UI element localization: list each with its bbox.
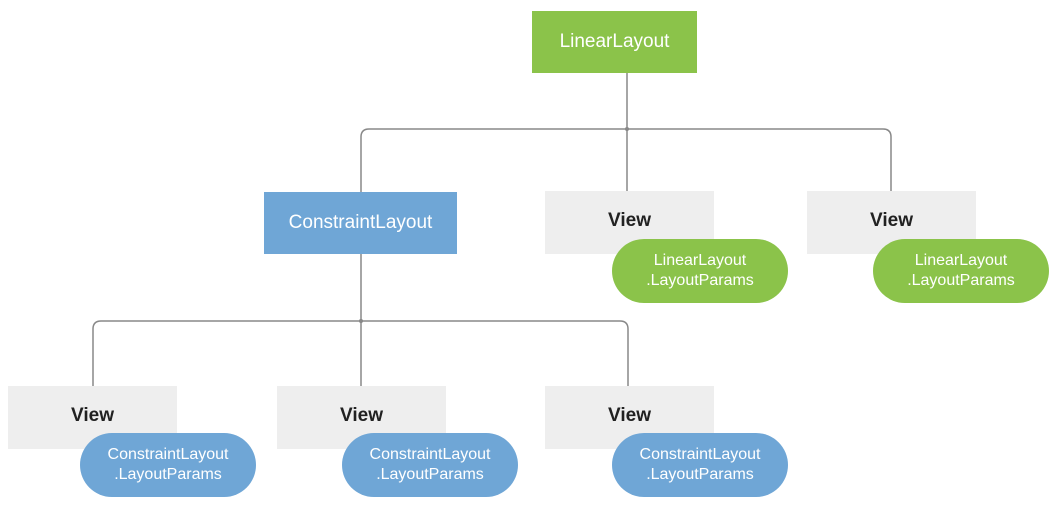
connector-top-bus	[360, 128, 892, 192]
params-line1: ConstraintLayout	[369, 446, 491, 463]
params-line2: .LayoutParams	[376, 466, 484, 483]
view-label: View	[870, 210, 913, 231]
view-label: View	[71, 405, 114, 426]
constraint-layout-node: ConstraintLayout	[264, 192, 457, 254]
connector-bottom-junction	[359, 319, 363, 323]
linear-layout-params-pill-1: LinearLayout .LayoutParams	[612, 239, 788, 303]
params-line1: ConstraintLayout	[639, 446, 761, 463]
params-line1: LinearLayout	[653, 252, 747, 269]
view-label: View	[608, 210, 651, 231]
view-label: View	[340, 405, 383, 426]
params-line1: ConstraintLayout	[107, 446, 229, 463]
params-line1: LinearLayout	[914, 252, 1008, 269]
params-line2: .LayoutParams	[907, 272, 1015, 289]
linear-layout-root-label: LinearLayout	[559, 31, 670, 52]
params-line2: .LayoutParams	[114, 466, 222, 483]
linear-layout-root-node: LinearLayout	[532, 11, 697, 73]
constraint-layout-params-pill-2: ConstraintLayout .LayoutParams	[342, 433, 518, 497]
linear-layout-params-pill-2: LinearLayout .LayoutParams	[873, 239, 1049, 303]
constraint-layout-params-pill-3: ConstraintLayout .LayoutParams	[612, 433, 788, 497]
constraint-layout-label: ConstraintLayout	[288, 212, 433, 233]
params-line2: .LayoutParams	[646, 272, 754, 289]
constraint-layout-params-pill-1: ConstraintLayout .LayoutParams	[80, 433, 256, 497]
params-line2: .LayoutParams	[646, 466, 754, 483]
connector-top-junction	[625, 127, 629, 131]
view-label: View	[608, 405, 651, 426]
